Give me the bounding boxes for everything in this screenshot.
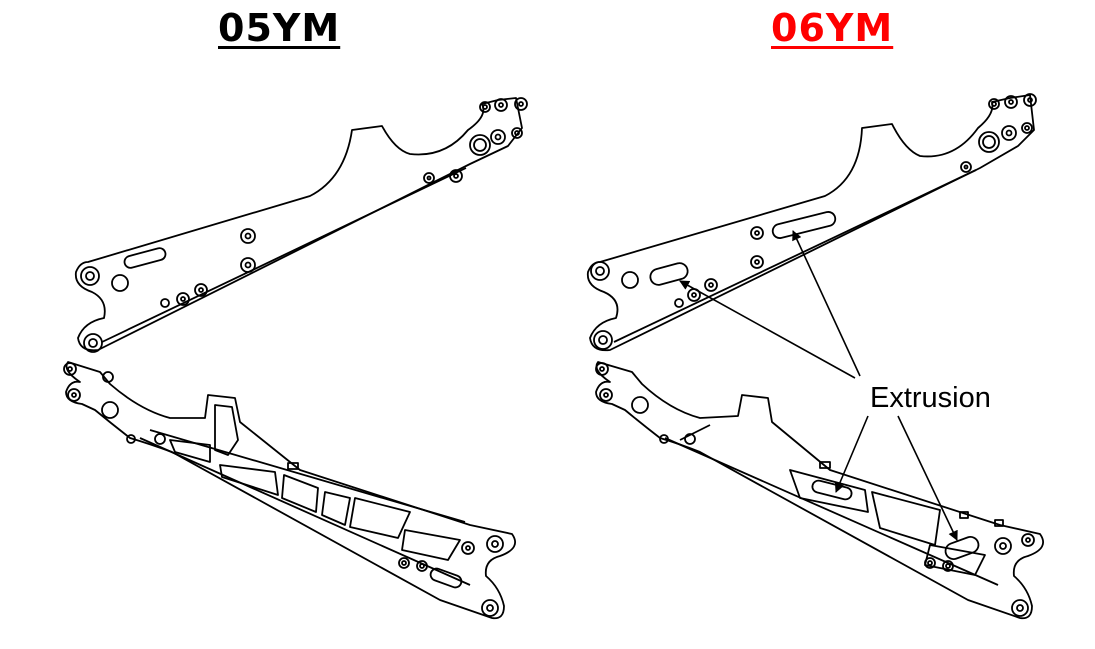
heading-05ym: 05YM xyxy=(218,6,341,50)
upper-beam-05ym xyxy=(74,97,528,353)
upper-beam-06ym xyxy=(586,93,1037,352)
heading-06ym: 06YM xyxy=(771,6,894,50)
arrow-to-lower-slot-left xyxy=(834,415,869,493)
arrow-to-upper-slot-right xyxy=(792,230,861,377)
lower-beam-06ym xyxy=(595,361,1044,620)
frame-06ym xyxy=(586,93,1044,620)
extrusion-callout: Extrusion xyxy=(679,230,991,541)
arrow-to-lower-slot-right xyxy=(897,415,958,541)
lower-beam-05ym xyxy=(63,361,516,620)
extrusion-label: Extrusion xyxy=(870,382,991,414)
arrow-to-upper-slot-left xyxy=(679,280,856,379)
callout-arrows xyxy=(679,230,958,541)
frame-05ym xyxy=(63,97,528,620)
